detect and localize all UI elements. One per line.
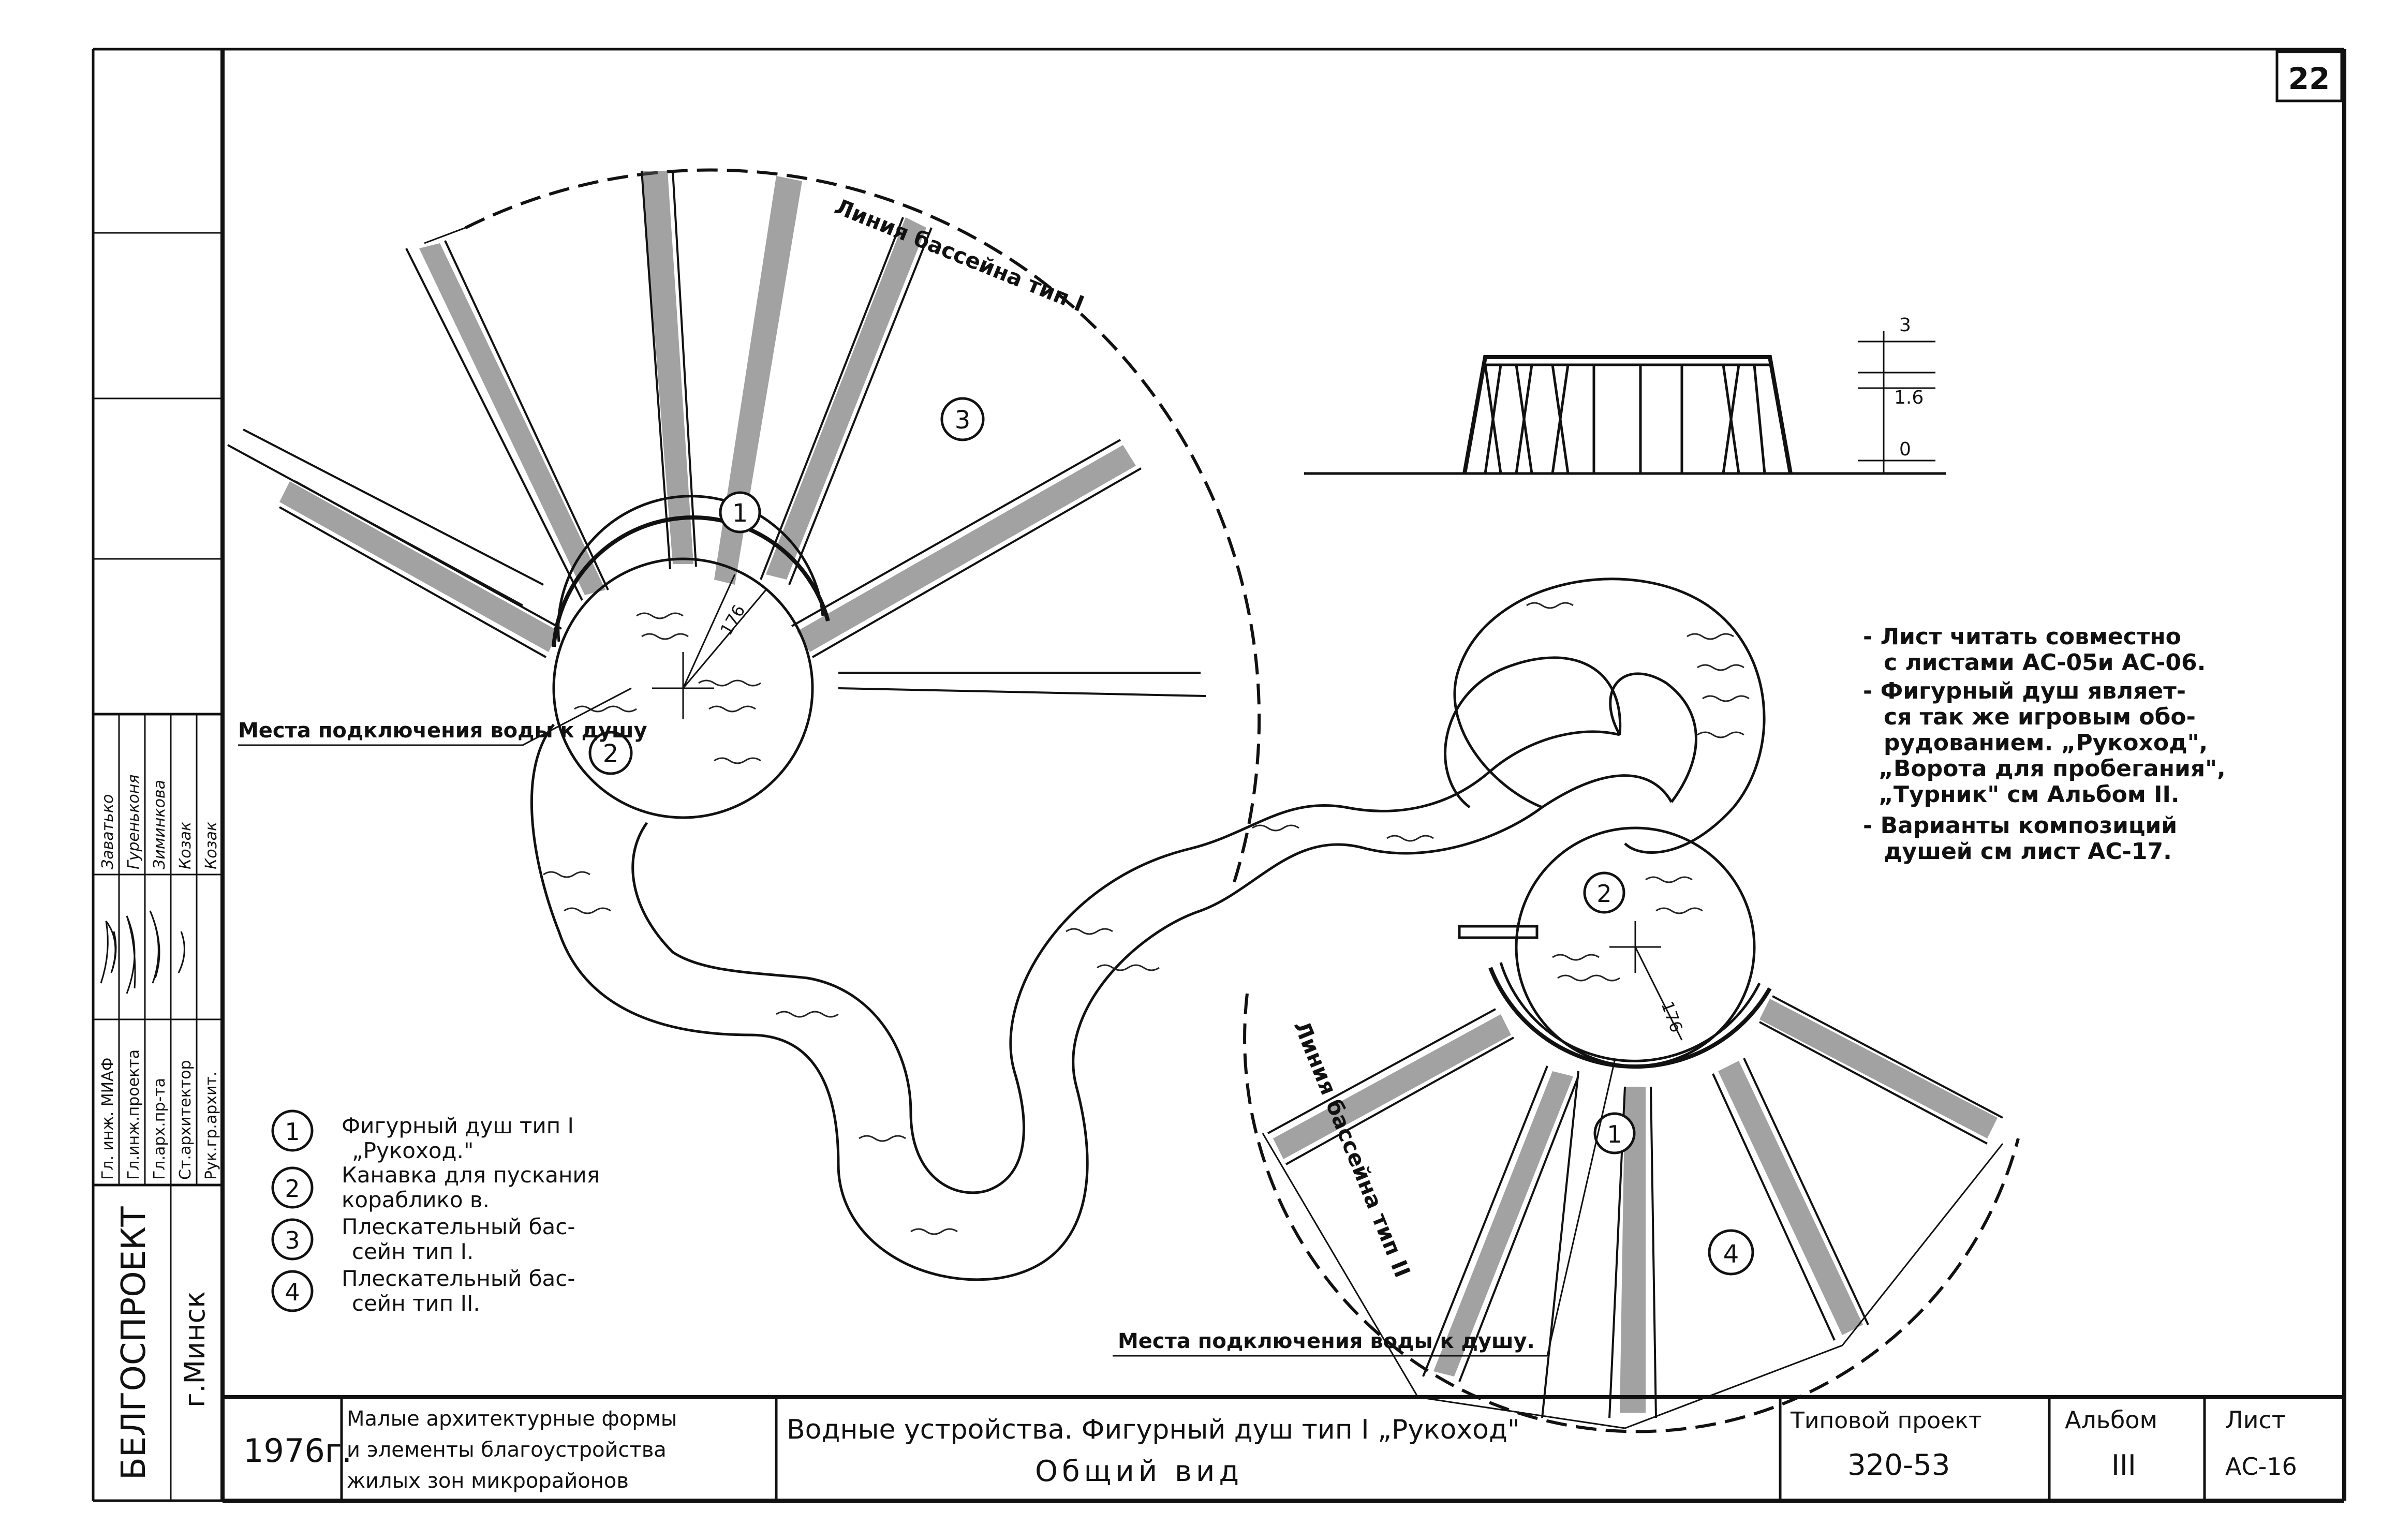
pool-line-bottom-label: Линия бассейна тип II — [1289, 1017, 1415, 1281]
pool-1-label-2: 2 — [603, 739, 619, 768]
note-3-line-1: - Варианты композиций — [1863, 812, 2177, 839]
sheet-frame — [92, 48, 2346, 1503]
legend-num-4: 4 — [285, 1278, 300, 1306]
water-connection-left-text: Места подключения воды к душу — [238, 719, 647, 743]
sheet-label: Лист — [2225, 1406, 2286, 1434]
legend-text-1b: „Рукоход." — [352, 1138, 474, 1163]
left-stamp: БЕЛГОСПРОЕКТ г.Минск Гл. инж. МИАФ Гл.ин… — [93, 232, 223, 1501]
signature-2 — [126, 915, 136, 994]
stamp-org: БЕЛГОСПРОЕКТ — [115, 1206, 153, 1480]
boat-channel — [530, 723, 1673, 1281]
sheet-number: 22 — [2288, 61, 2330, 96]
stamp-role-5: Рук.гр.архит. — [202, 1071, 220, 1180]
note-1-line-2: с листами АС-05и АС-06. — [1884, 649, 2206, 676]
pool-1-waves — [574, 612, 761, 764]
note-3-line-2: душей см лист АС-17. — [1884, 838, 2172, 865]
stamp-city: г.Минск — [179, 1291, 211, 1408]
pool-2-label-2: 2 — [1596, 880, 1611, 908]
stamp-name-3: Зиминкова — [151, 780, 169, 869]
title-series-1: Малые архитектурные формы — [347, 1407, 677, 1431]
title-series-3: жилых зон микрорайонов — [347, 1469, 629, 1493]
elevation-mark-3: 3 — [1899, 315, 1911, 336]
legend-text-4b: сейн тип II. — [352, 1291, 480, 1316]
legend-num-2: 2 — [285, 1175, 300, 1203]
legend-num-1: 1 — [285, 1118, 300, 1146]
pool-2-rays — [1267, 995, 2003, 1418]
channel-loop-right — [1444, 578, 1766, 854]
note-1-line-1: - Лист читать совместно — [1863, 624, 2181, 650]
elevation-mark-0: 0 — [1899, 439, 1911, 460]
dim-176-bottom: 176 — [1657, 999, 1687, 1035]
legend-text-3b: сейн тип I. — [352, 1239, 474, 1264]
pool-1-label-1: 1 — [732, 499, 748, 528]
water-connection-right: Места подключения воды к душу. — [1113, 1060, 1616, 1357]
legend-text-3a: Плескательный бас- — [342, 1214, 575, 1239]
project-value: 320-53 — [1847, 1448, 1950, 1482]
project-label: Типовой проект — [1790, 1408, 1982, 1434]
dim-176-top: 176 — [716, 601, 749, 639]
pool-line-top-label: Линия бассейна тип I — [831, 194, 1088, 317]
title-year: 1976г. — [243, 1432, 352, 1470]
pool-type-1: 176 1 3 2 Линия бассейна тип I — [227, 168, 1261, 891]
stamp-role-1: Гл. инж. МИАФ — [99, 1058, 117, 1180]
notes-block: - Лист читать совместно с листами АС-05и… — [1863, 624, 2226, 865]
legend-text-4a: Плескательный бас- — [342, 1266, 575, 1291]
stamp-role-2: Гл.инж.проекта — [125, 1049, 143, 1180]
signature-3 — [149, 910, 160, 984]
sheet-number-box: 22 — [2275, 50, 2343, 102]
pool-2-label-4: 4 — [1723, 1240, 1739, 1269]
note-2-line-1: - Фигурный душ являет- — [1863, 678, 2186, 704]
album-label: Альбом — [2065, 1406, 2157, 1434]
legend-text-2a: Канавка для пускания — [342, 1162, 600, 1188]
legend: 1 Фигурный душ тип I „Рукоход." 2 Канавк… — [271, 1109, 600, 1316]
note-2-line-3: рудованием. „Рукоход", — [1884, 730, 2208, 756]
stamp-name-1: Заватько — [99, 794, 117, 869]
signature-4 — [178, 931, 185, 973]
signature-1 — [100, 921, 117, 984]
stamp-name-5: Козак — [202, 822, 220, 869]
title-sub: Общий вид — [1035, 1455, 1243, 1488]
note-2-line-2: ся так же игровым обо- — [1884, 704, 2196, 730]
title-block: 1976г. Малые архитектурные формы и элеме… — [223, 1395, 2344, 1501]
pool-1-rays — [227, 170, 1206, 697]
stamp-name-2: Гуреньконя — [125, 775, 143, 869]
legend-num-3: 3 — [285, 1226, 300, 1254]
elevation-view: 3 1.6 0 — [1304, 315, 1946, 475]
pool-2-label-1: 1 — [1607, 1120, 1622, 1148]
note-2-line-4: „Ворота для пробегания", — [1879, 756, 2226, 782]
sheet-value: АС-16 — [2225, 1453, 2297, 1480]
title-series-2: и элементы благоустройства — [347, 1438, 667, 1462]
stamp-role-3: Гл.арх.пр-та — [151, 1078, 169, 1180]
stamp-name-4: Козак — [176, 822, 195, 869]
legend-text-2b: кораблико в. — [342, 1187, 490, 1212]
pool-1-label-3: 3 — [955, 406, 971, 435]
water-connection-right-text: Места подключения воды к душу. — [1118, 1329, 1535, 1353]
stamp-role-4: Ст.архитектор — [176, 1060, 195, 1180]
water-connection-left: Места подключения воды к душу — [238, 687, 647, 746]
title-main: Водные устройства. Фигурный душ тип I „Р… — [787, 1414, 1520, 1445]
elevation-mark-1-6: 1.6 — [1894, 387, 1924, 408]
legend-text-1a: Фигурный душ тип I — [342, 1113, 574, 1138]
note-2-line-5: „Турник" см Альбом II. — [1879, 781, 2180, 808]
album-value: III — [2111, 1449, 2136, 1482]
